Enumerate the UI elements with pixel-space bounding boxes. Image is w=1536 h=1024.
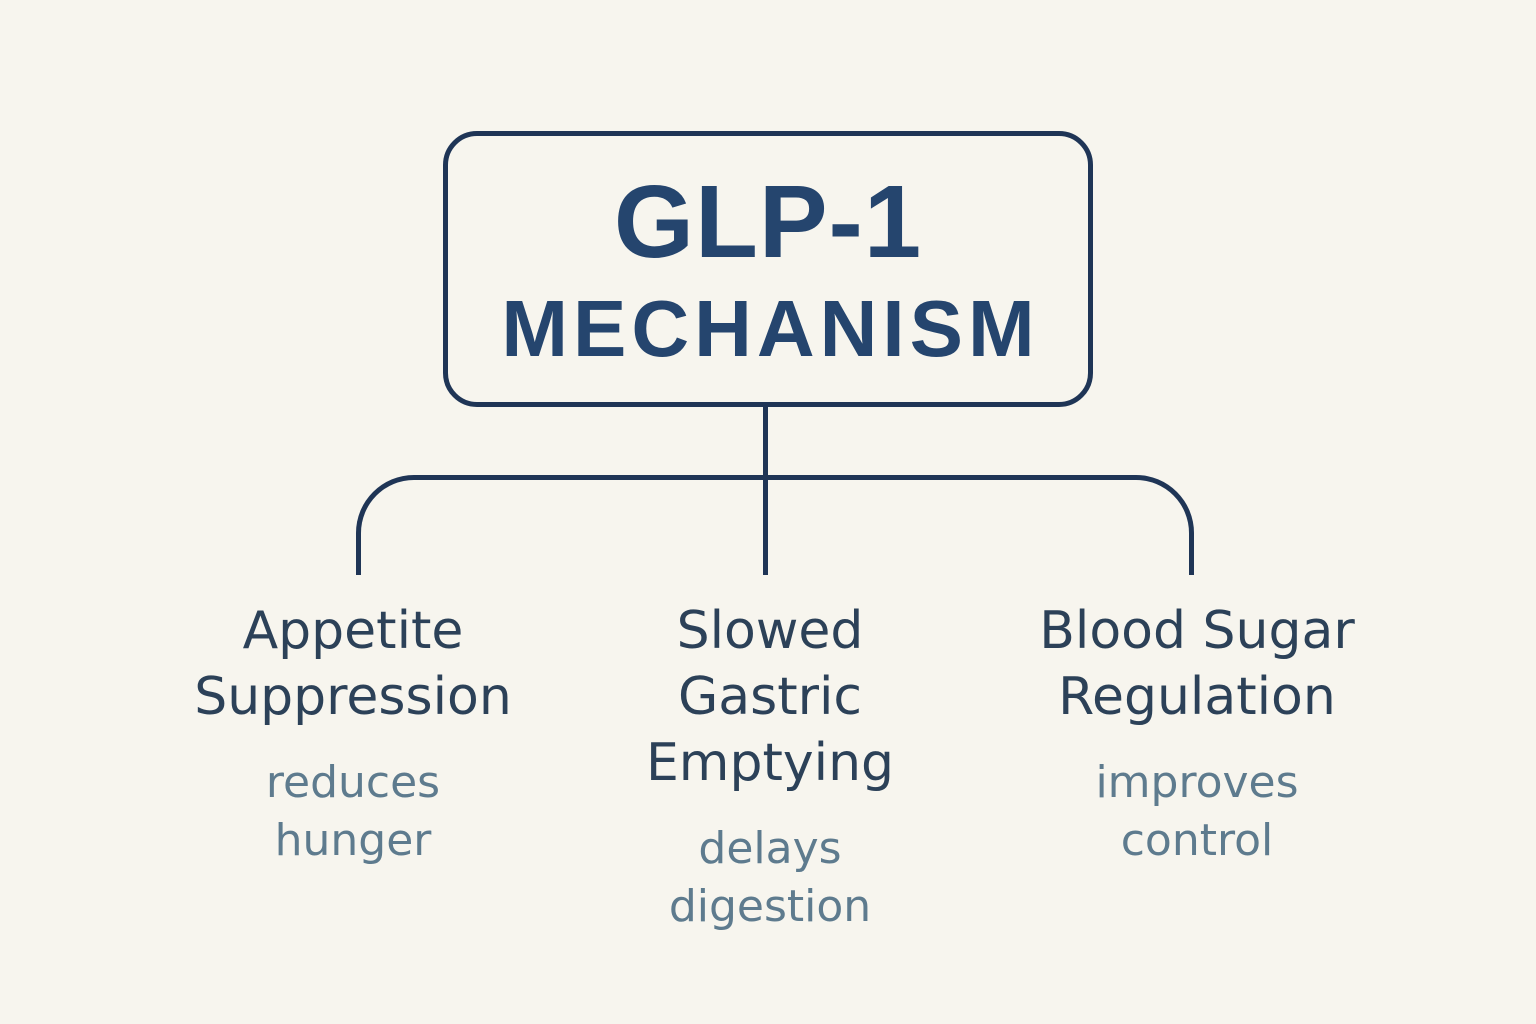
branch-subtext: improves control [982, 754, 1412, 870]
branch-blood-sugar-regulation: Blood Sugar Regulation improves control [982, 598, 1412, 870]
branch-subtext-line: delays [698, 823, 842, 874]
branch-title: Blood Sugar Regulation [982, 598, 1412, 730]
branch-title-line: Slowed [676, 601, 864, 661]
branch-subtext: reduces hunger [138, 754, 568, 870]
branch-appetite-suppression: Appetite Suppression reduces hunger [138, 598, 568, 870]
root-node-glp1-mechanism: GLP-1 MECHANISM [443, 131, 1093, 407]
branch-subtext: delays digestion [555, 820, 985, 936]
root-title: GLP-1 [613, 163, 923, 279]
connector-stem [763, 404, 768, 575]
branch-title-line: Suppression [194, 667, 512, 727]
branch-subtext-line: digestion [668, 881, 872, 932]
branch-title-line: Blood Sugar [1039, 601, 1355, 661]
branch-subtext-line: hunger [274, 815, 432, 866]
branch-title: Slowed Gastric Emptying [555, 598, 985, 796]
connector-bracket [356, 475, 1194, 575]
root-subtitle: MECHANISM [501, 283, 1040, 373]
branch-title-line: Regulation [1058, 667, 1336, 727]
branch-subtext-line: improves [1095, 757, 1299, 808]
branch-subtext-line: reduces [265, 757, 441, 808]
branch-title-line: Gastric [677, 667, 863, 727]
branch-slowed-gastric-emptying: Slowed Gastric Emptying delays digestion [555, 598, 985, 936]
branch-title-line: Appetite [242, 601, 464, 661]
branch-title-line: Emptying [645, 733, 895, 793]
branch-subtext-line: control [1120, 815, 1274, 866]
branch-title: Appetite Suppression [138, 598, 568, 730]
